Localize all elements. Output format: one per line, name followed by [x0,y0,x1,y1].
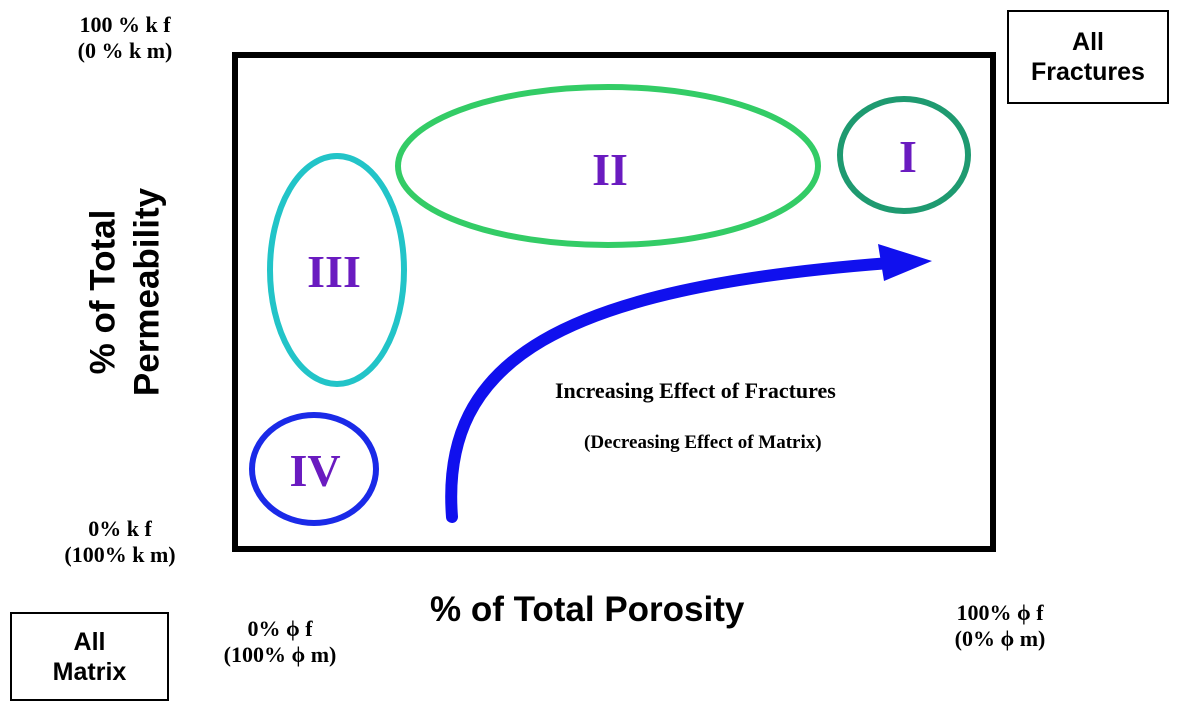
region-i-label: I [899,131,917,182]
arrow-caption-decreasing: (Decreasing Effect of Matrix) [584,432,822,453]
permeability-top-label: 100 % k f (0 % k m) [30,12,220,65]
region-ii-label: II [592,144,628,195]
all-fractures-line2: Fractures [1031,58,1145,86]
region-ii-ellipse [395,84,821,248]
all-matrix-line2: Matrix [52,657,127,686]
arrow-head-icon [878,244,932,281]
region-iii-ellipse [267,153,407,387]
diagram-frame [232,52,996,552]
x-axis-title: % of Total Porosity [430,590,745,629]
porosity-right-line1: 100% ϕ f [956,600,1044,625]
permeability-top-line2: (0 % k m) [77,38,173,64]
all-fractures-line1: All [1072,28,1104,56]
region-iv-label: IV [289,445,340,496]
region-i-ellipse [837,96,971,214]
region-iii-label: III [307,246,361,297]
all-fractures-box: All Fractures [1007,10,1169,104]
permeability-bottom-label: 0% k f (100% k m) [25,516,215,569]
fracture-effect-arrow [445,257,896,523]
permeability-bottom-line1: 0% k f [88,516,152,541]
porosity-right-line2: (0% ϕ m) [954,626,1046,652]
porosity-left-label: 0% ϕ f (100% ϕ m) [185,616,375,669]
porosity-left-line2: (100% ϕ m) [223,642,337,668]
arrow-caption-increasing: Increasing Effect of Fractures [555,378,836,403]
all-matrix-line1: All [73,627,106,656]
permeability-top-line1: 100 % k f [79,12,171,37]
region-iv-ellipse [249,412,379,526]
porosity-right-label: 100% ϕ f (0% ϕ m) [905,600,1095,653]
all-matrix-box: All Matrix [10,612,169,701]
permeability-bottom-line2: (100% k m) [64,542,176,568]
porosity-left-line1: 0% ϕ f [247,616,313,641]
